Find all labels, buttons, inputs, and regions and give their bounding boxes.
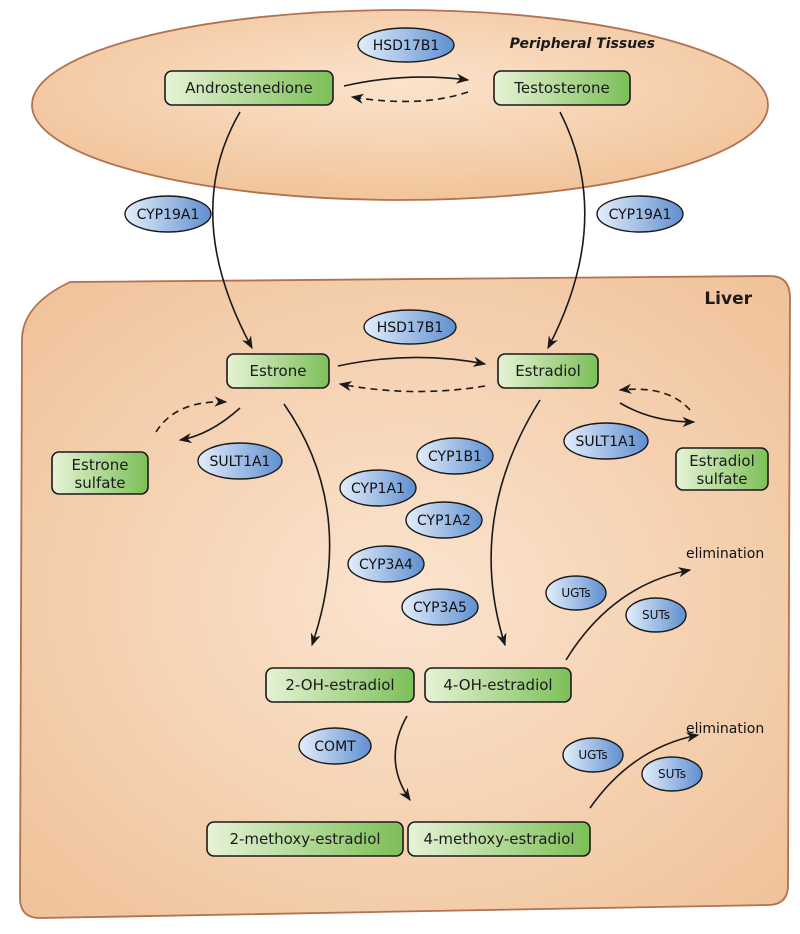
node-4oh-estradiol: 4-OH-estradiol [424,667,572,703]
arrow-estrone-to-2oh-estradiol [283,403,331,647]
enzyme-hsd17b1-peripheral: HSD17B1 [357,27,455,63]
svg-text:sulfate: sulfate [74,474,125,492]
arrow-androstenedione-to-estrone [211,111,253,350]
svg-text:SUTs: SUTs [642,608,670,622]
node-androstenedione: Androstenedione [164,70,334,106]
svg-text:CYP3A5: CYP3A5 [413,600,467,616]
svg-text:Estrone: Estrone [72,456,129,474]
svg-text:Estradiol: Estradiol [515,362,581,380]
arrow-testosterone-to-estradiol [547,111,586,350]
svg-text:UGTs: UGTs [578,748,607,762]
enzyme-comt: COMT [298,727,372,765]
node-testosterone: Testosterone [493,70,631,106]
enzyme-cyp19a1-left: CYP19A1 [124,195,212,233]
enzyme-sult1a1-right: SULT1A1 [563,422,649,460]
svg-text:SULT1A1: SULT1A1 [576,434,637,450]
svg-text:SULT1A1: SULT1A1 [210,454,271,470]
arrow-estradiol-to-estradiol-sulfate [619,402,696,428]
peripheral-tissues-region [31,9,769,201]
svg-text:sulfate: sulfate [696,470,747,488]
svg-text:HSD17B1: HSD17B1 [373,38,440,54]
enzyme-ugts-2: UGTs [562,737,624,773]
svg-text:2-OH-estradiol: 2-OH-estradiol [285,676,394,694]
svg-text:Estrone: Estrone [250,362,307,380]
arrow-estradiol-to-4oh-estradiol [490,399,541,647]
enzyme-suts-2: SUTs [641,756,703,792]
svg-text:2-methoxy-estradiol: 2-methoxy-estradiol [229,830,380,848]
node-estradiol: Estradiol [497,353,599,389]
node-4methoxy-estradiol: 4-methoxy-estradiol [407,821,591,857]
arrow-estradiol-to-estrone [338,381,486,393]
svg-text:4-methoxy-estradiol: 4-methoxy-estradiol [423,830,574,848]
elimination-label-1: elimination [686,546,764,562]
node-estrone-sulfate: Estrone sulfate [51,451,149,495]
enzyme-cyp1a2: CYP1A2 [405,501,483,539]
peripheral-tissues-label: Peripheral Tissues [510,36,655,52]
elimination-label-2: elimination [686,721,764,737]
svg-text:Androstenedione: Androstenedione [185,79,313,97]
svg-text:CYP1B1: CYP1B1 [428,449,482,465]
enzyme-sult1a1-left: SULT1A1 [197,442,283,480]
svg-text:Estradiol: Estradiol [689,452,755,470]
node-estradiol-sulfate: Estradiol sulfate [675,447,769,491]
enzyme-suts-1: SUTs [625,597,687,633]
arrow-androstenedione-to-testosterone [343,73,470,87]
liver-label: Liver [704,289,752,309]
enzyme-cyp3a5: CYP3A5 [401,588,479,626]
enzyme-hsd17b1-liver: HSD17B1 [363,309,457,345]
svg-text:CYP1A2: CYP1A2 [417,513,471,529]
svg-text:CYP19A1: CYP19A1 [609,207,672,223]
svg-text:CYP3A4: CYP3A4 [359,557,413,573]
arrow-estrone-to-estradiol [337,356,487,367]
enzyme-cyp3a4: CYP3A4 [347,545,425,583]
svg-text:SUTs: SUTs [658,767,686,781]
svg-text:4-OH-estradiol: 4-OH-estradiol [443,676,552,694]
enzyme-ugts-1: UGTs [545,575,607,611]
enzyme-cyp19a1-right: CYP19A1 [596,195,684,233]
enzyme-cyp1a1: CYP1A1 [339,469,417,507]
svg-text:HSD17B1: HSD17B1 [377,320,444,336]
node-estrone: Estrone [226,353,330,389]
arrow-testosterone-to-androstenedione [350,91,469,104]
svg-text:CYP19A1: CYP19A1 [137,207,200,223]
svg-text:Testosterone: Testosterone [513,79,609,97]
node-2oh-estradiol: 2-OH-estradiol [265,667,415,703]
arrow-4oh-estradiol-to-elimination [565,567,692,661]
svg-text:CYP1A1: CYP1A1 [351,481,405,497]
svg-text:COMT: COMT [314,739,356,755]
arrow-estrone-to-estrone-sulfate [178,407,241,444]
arrow-4methoxy-estradiol-to-elimination [589,732,700,809]
node-2methoxy-estradiol: 2-methoxy-estradiol [206,821,404,857]
arrow-estrone-sulfate-to-estrone [155,396,228,433]
svg-text:UGTs: UGTs [561,586,590,600]
liver-region [19,275,791,919]
enzyme-cyp1b1: CYP1B1 [416,437,494,475]
arrow-4oh-to-4methoxy-estradiol [394,715,411,802]
arrow-estradiol-sulfate-to-estradiol [618,383,691,411]
